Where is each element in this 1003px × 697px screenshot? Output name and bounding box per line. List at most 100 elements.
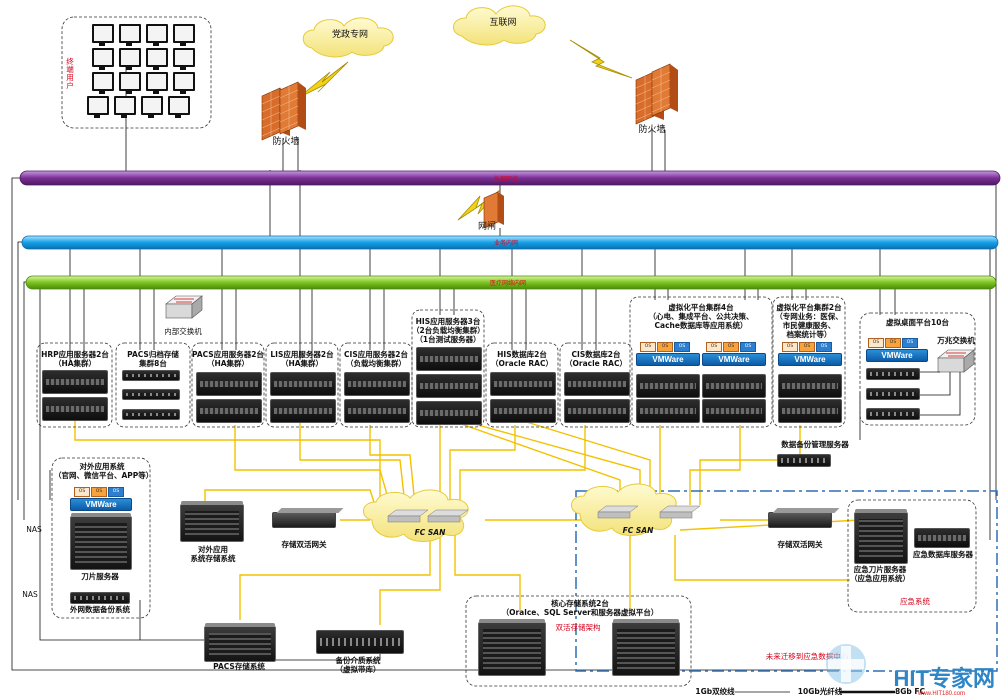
server-unit [270,399,336,423]
server-unit [196,372,262,396]
server-unit [270,372,336,396]
os-icon: OS [816,342,832,352]
server-unit [344,372,410,396]
external-apps-label: 对外应用系统 （官网、微信平台、APP等） [54,462,154,480]
server-unit [122,389,180,400]
firewall-right-label: 防火墙 [638,125,666,135]
terminal-monitor-icon [146,48,168,70]
virt2-label: 虚拟化平台集群2台 （专网业务：医保、 市民健康服务、 档案统计等） [775,303,843,339]
dual-active-label: 双活存储架构 [555,623,601,632]
terminal-monitor-icon [92,48,114,70]
terminal-monitor-icon [92,72,114,94]
server-unit [866,388,920,400]
server-unit [636,374,700,398]
external-backup-label: 外网数据备份系统 [70,605,130,614]
cloud-shapes [302,5,677,542]
vmware-bar-3: VMWare [778,353,842,366]
legend-fc-label: 10Gb光纤线 [797,687,843,696]
terminal-monitor-icon [168,96,190,118]
lis-server-label: LIS应用服务器2台 （HA集群） [270,350,334,368]
vdesk-switch-label: 万兆交换机 [937,336,975,345]
outer-network-label: 医疗网络内网 [490,280,527,287]
os-icon: OS [74,487,90,497]
server-unit [344,399,410,423]
blade-server-label: 刀片服务器 [81,572,119,581]
emergency-db-device [914,528,970,548]
os-icon: OS [868,338,884,348]
external-network-label: 外部网络 [494,176,519,183]
server-unit [778,399,842,423]
terminal-monitor-icon [119,24,141,46]
lightning-links [297,39,633,221]
os-icon: OS [108,487,124,497]
server-unit [866,368,920,380]
vdesk-label: 虚拟桌面平台10台 [886,318,949,327]
backup-tape-device [316,630,404,654]
terminal-monitor-icon [119,72,141,94]
gateway-left-label: 存储双活网关 [281,540,327,549]
watermark-sub: www.HIT180.com [917,691,965,697]
os-icon: OS [674,342,690,352]
server-unit [490,372,556,396]
blade-server [70,513,132,570]
server-unit [702,399,766,423]
internal-switch-label: 内部交换机 [164,327,202,336]
fiber-links [74,405,861,625]
firewall-graphics [261,63,678,229]
server-unit [636,399,700,423]
cis-app-label: CIS应用服务器2台 （负载均衡集群） [344,350,408,368]
hrp-server-label: HRP应用服务器2台 （HA集群） [41,350,109,368]
os-icon: OS [640,342,656,352]
vmware-bar-4: VMWare [866,349,928,362]
nas-label-2: NAS [22,590,38,599]
fc-san-left-label: FC SAN [414,528,446,537]
core-storage-label: 核心存储系统2台 （Oralce、SQL Server和服务器虚拟平台） [501,599,659,617]
fc-switches [165,295,975,523]
gateway-right-label: 存储双活网关 [777,540,823,549]
os-icon: OS [799,342,815,352]
watermark-cross-icon [826,644,866,684]
gov-network-label: 党政专网 [331,30,368,40]
vmware-bar-5: VMWare [70,498,132,511]
server-unit [42,397,108,421]
server-unit [564,399,630,423]
os-icon: OS [657,342,673,352]
server-unit [122,409,180,420]
future-migration-label: 未来迁移到应急数据中心 [765,652,849,661]
core-storage-device-1 [478,619,546,676]
backup-mgmt-server [777,454,831,467]
his-app-label: HIS应用服务器3台 （2台负载均衡集群） （1台测试服务器） [412,317,485,344]
emergency-system-label: 应急系统 [900,597,930,606]
terminal-monitor-icon [87,96,109,118]
internet-label: 互联网 [489,18,517,28]
server-unit [702,374,766,398]
emergency-blade-device [854,509,908,564]
terminal-monitor-icon [146,72,168,94]
emergency-blade-label: 应急刀片服务器 （应急应用系统） [850,565,910,583]
gateway-left-device [272,512,336,528]
gateway-right-device [768,512,832,528]
pacs-archive-label: PACS归档存储 集群8台 [127,350,179,368]
os-icon: OS [885,338,901,348]
os-icon: OS [740,342,756,352]
os-icon: OS [91,487,107,497]
fc-san-right-label: FC SAN [622,526,654,535]
emergency-db-label: 应急数据库服务器 [913,550,973,559]
os-icon: OS [902,338,918,348]
nas-label-1: NAS [26,525,42,534]
vmware-bar-1: VMWare [636,353,700,366]
network-buses [19,170,1001,290]
gateway-label: 网闸 [477,222,496,232]
pacs-storage-label: PACS存储系统 [213,662,265,671]
server-unit [490,399,556,423]
external-storage-label: 对外应用 系统存储系统 [190,545,236,563]
server-unit [416,401,482,425]
external-storage-device [180,501,244,542]
backup-tape-label: 备份介质系统 （虚拟带库） [335,656,381,674]
terminal-monitor-icon [92,24,114,46]
terminal-users-label: 终端用户 [66,57,74,90]
server-unit [122,370,180,381]
backup-mgmt-label: 数据备份管理服务器 [781,440,849,449]
